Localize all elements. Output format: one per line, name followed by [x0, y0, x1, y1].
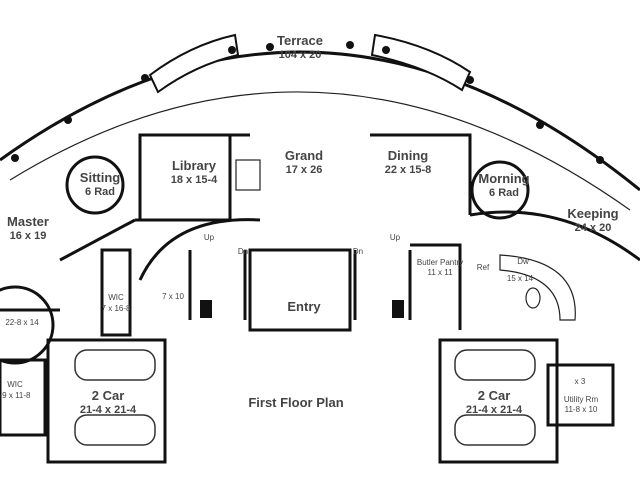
plan-title: First Floor Plan: [248, 395, 343, 410]
walls: [0, 133, 640, 464]
wic2-label: WIC: [7, 380, 23, 389]
cars-right: [454, 349, 536, 446]
morning-label: Morning: [478, 171, 529, 186]
master-label: Master: [7, 214, 49, 229]
cars-left: [74, 349, 156, 446]
stair-up-right: Up: [390, 233, 401, 242]
garage-right-size: 21-4 x 21-4: [466, 404, 523, 416]
butler-label: Butler Pantry: [417, 258, 463, 267]
utility-size: 11-8 x 10: [565, 405, 598, 414]
powder-size: 7 x 10: [162, 292, 184, 301]
keeping-label: Keeping: [567, 206, 618, 221]
kitchen-island-sink: [525, 287, 541, 309]
butler-size: 11 x 11: [427, 268, 453, 277]
garage-right-label: 2 Car: [478, 388, 511, 403]
terrace-inner-wall: [9, 91, 631, 211]
balustrade-right: [370, 33, 472, 92]
sitting-label: Sitting: [80, 170, 120, 185]
terrace-size: 104 x 20: [279, 49, 322, 61]
balustrade-left: [148, 33, 240, 94]
stair-dn-left: Dn: [238, 247, 248, 256]
garage-left-size: 21-4 x 21-4: [80, 404, 137, 416]
morning-size: 6 Rad: [489, 187, 519, 199]
master-size: 16 x 19: [10, 230, 47, 242]
library-size: 18 x 15-4: [171, 174, 218, 186]
grand-size: 17 x 26: [286, 164, 323, 176]
dishwasher-label: Dw: [517, 257, 529, 266]
bath-size: 22-8 x 14: [5, 318, 39, 327]
stair-up-left: Up: [204, 233, 215, 242]
dining-size: 22 x 15-8: [385, 164, 431, 176]
columns: [11, 41, 604, 164]
library-label: Library: [172, 158, 217, 173]
sitting-size: 6 Rad: [85, 186, 115, 198]
wic2-size: -9 x 11-8: [0, 391, 31, 400]
kitchen-size: 15 x 14: [507, 274, 534, 283]
garage-left-label: 2 Car: [92, 388, 125, 403]
closet-size: x 3: [575, 377, 586, 386]
stair-dn-right: Dn: [353, 247, 363, 256]
wic1-size: 7 x 16-8: [102, 304, 131, 313]
terrace-label: Terrace: [277, 33, 323, 48]
terrace-outer-wall: [0, 50, 640, 192]
keeping-size: 24 x 20: [575, 222, 612, 234]
grand-label: Grand: [285, 148, 323, 163]
fridge-label: Ref: [477, 263, 490, 272]
entry-label: Entry: [287, 299, 321, 314]
wic1-label: WIC: [108, 293, 124, 302]
utility-label: Utility Rm: [564, 395, 599, 404]
dining-label: Dining: [388, 148, 428, 163]
